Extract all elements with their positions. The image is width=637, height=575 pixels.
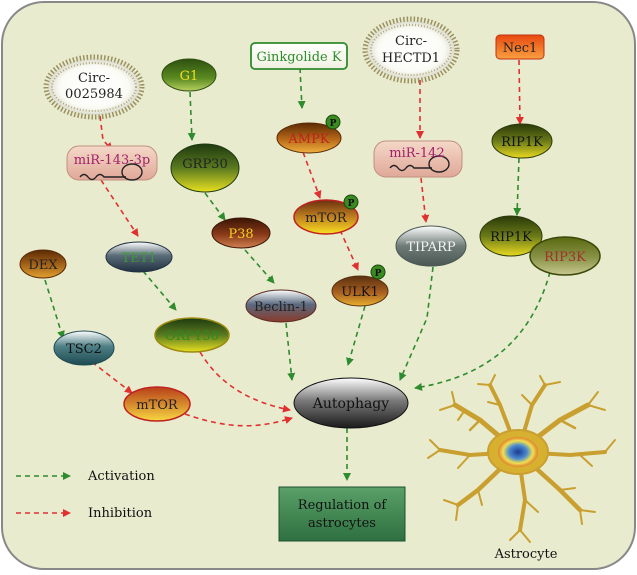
g1-label: G1 [180, 69, 199, 84]
grp30-node: GRP30 [170, 143, 240, 193]
tet1-label: TET1 [121, 251, 156, 266]
mir-143-3p-label: miR-143-3p [74, 153, 150, 168]
mtor-lower-node: mTOR [123, 386, 191, 422]
rip3k-node: RIP3K [529, 236, 601, 276]
phospho-label: P [330, 119, 337, 129]
rip1k-top-node: RIP1K [491, 123, 553, 159]
ulk1-label: ULK1 [341, 285, 379, 300]
phospho-badge [343, 194, 359, 210]
legend: Activation Inhibition [16, 469, 155, 521]
phospho-label: P [348, 199, 355, 209]
circ-0025984-line2: 0025984 [65, 87, 123, 102]
dex-label: DEX [28, 258, 58, 273]
autophagy-node: Autophagy [293, 377, 409, 429]
circ-0025984-node: Circ- 0025984 [43, 54, 145, 120]
ampk-label: AMPK [287, 132, 329, 147]
circ-0025984-line1: Circ- [78, 71, 110, 86]
orp150-node: ORP150 [154, 317, 230, 353]
ampk-node: AMPK P [276, 114, 342, 154]
mir-142-label: miR-142 [389, 146, 444, 161]
circ-hectd1-node: Circ- HECTD1 [362, 16, 460, 84]
nec1-node: Nec1 [495, 34, 545, 60]
beclin-1-node: Beclin-1 [245, 289, 317, 323]
tsc2-node: TSC2 [53, 330, 115, 366]
arrows [44, 59, 551, 481]
g1-node: G1 [161, 58, 217, 92]
grp30-label: GRP30 [182, 157, 227, 172]
phospho-badge [370, 264, 386, 280]
mtor-lower-label: mTOR [136, 398, 179, 413]
dex-node: DEX [19, 249, 67, 279]
regulation-line1: Regulation of [298, 498, 388, 513]
p38-node: P38 [211, 217, 271, 249]
regulation-node: Regulation of astrocytes [278, 486, 406, 542]
orp150-label: ORP150 [165, 329, 219, 344]
nec1-label: Nec1 [503, 41, 538, 56]
ginkgolide-k-node: Ginkgolide K [250, 42, 348, 70]
mir-143-3p-node: miR-143-3p [66, 145, 158, 181]
p38-label: P38 [228, 227, 253, 242]
regulation-line2: astrocytes [308, 516, 376, 531]
tiparp-label: TIPARP [406, 240, 456, 255]
rip1k-lower-label: RIP1K [490, 230, 532, 245]
astrocyte-illustration [427, 374, 616, 543]
circ-hectd1-line1: Circ- [395, 34, 427, 49]
tet1-node: TET1 [105, 241, 173, 273]
mtor-upper-node: mTOR P [293, 194, 359, 235]
rip3k-label: RIP3K [544, 250, 586, 265]
astrocyte-label: Astrocyte [494, 547, 558, 562]
phospho-label: P [375, 269, 382, 279]
mtor-upper-label: mTOR [305, 211, 348, 226]
mir-142-node: miR-142 [373, 140, 463, 178]
circ-hectd1-line2: HECTD1 [382, 51, 440, 66]
rip1k-top-label: RIP1K [501, 135, 543, 150]
autophagy-label: Autophagy [312, 396, 389, 412]
legend-inhibition-label: Inhibition [88, 506, 153, 521]
legend-activation-label: Activation [87, 469, 155, 484]
phospho-badge [325, 114, 341, 130]
ulk1-node: ULK1 P [331, 264, 389, 307]
rip1k-lower-node: RIP1K [479, 215, 543, 257]
tsc2-label: TSC2 [66, 342, 102, 357]
beclin-1-label: Beclin-1 [254, 300, 308, 315]
ginkgolide-k-label: Ginkgolide K [256, 50, 341, 65]
tiparp-node: TIPARP [395, 225, 467, 267]
